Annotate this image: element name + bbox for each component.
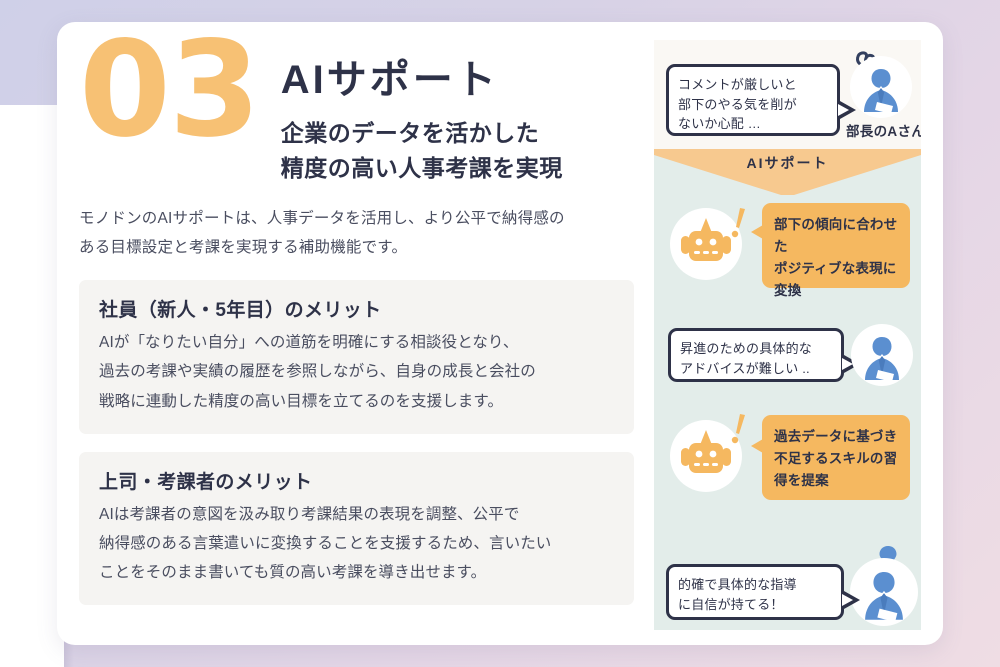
subtitle-line-1: 企業のデータを活かした [280,120,540,146]
ai-output-line-2: ポジティブな表現に [774,260,897,276]
benefit-title: 社員（新人・5年目）のメリット [99,300,382,322]
ai-support-flow-panel: コメントが厳しいと 部下のやる気を削が ないか心配 … 部 [654,40,921,630]
benefit-body: AIは考課者の意図を汲み取り考課結果の表現を調整、公平で 納得感のある言葉遣いに… [99,500,614,587]
speech-bubble-confident: 的確で具体的な指導 に自信が持てる！ [666,564,860,622]
benefit-line-2: 納得感のある言葉遣いに変換することを支援するため、言いたい [99,534,552,552]
avatar-manager-a [850,56,912,118]
robot-avatar-1 [670,208,742,280]
benefit-card-employee: 社員（新人・5年目）のメリット AIが「なりたい自分」への道筋を明確にする相談役… [79,280,634,434]
bubble-line-1: 的確で具体的な指導 [678,577,797,592]
subtitle-line-2: 精度の高い人事考課を実現 [280,154,563,181]
robot-icon [681,218,731,261]
avatar-manager-b [851,324,913,386]
benefit-line-2: 過去の考課や実績の履歴を参照しながら、自身の成長と会社の [99,363,536,381]
ai-output-text: 部下の傾向に合わせた ポジティブな表現に 変換 [762,203,910,312]
speech-bubble-manager-advice: 昇進のための具体的な アドバイスが難しい .. [668,328,860,382]
ai-support-banner-label: AIサポート [746,155,829,171]
bubble-text: 的確で具体的な指導 に自信が持てる！ [669,567,841,622]
ai-output-card-1: 部下の傾向に合わせた ポジティブな表現に 変換 [751,203,910,298]
bubble-tail [842,591,860,609]
ai-output-line-1: 部下の傾向に合わせた [774,217,898,254]
bubble-text: 昇進のための具体的な アドバイスが難しい .. [671,331,841,386]
ai-output-line-2: 不足するスキルの習 [774,450,898,466]
ai-output-line-3: 得を提案 [774,472,829,488]
businessman-avatar-icon [855,328,909,382]
lead-line-2: ある目標設定と考課を実現する補助機能です。 [79,238,408,256]
ai-support-banner [654,149,921,195]
lead-line-1: モノドンのAIサポートは、人事データを活用し、より公平で納得感の [79,210,565,227]
benefit-line-1: AIが「なりたい自分」への道筋を明確にする相談役となり、 [99,334,519,352]
benefit-card-manager: 上司・考課者のメリット AIは考課者の意図を汲み取り考課結果の表現を調整、公平で… [79,451,634,606]
left-content-column: 03 AIサポート 企業のデータを活かした 精度の高い人事考課を実現 モノドンの… [79,24,634,630]
exclamation-mark-icon [730,206,748,245]
businessman-avatar-icon [854,562,914,622]
bubble-tail [838,101,856,119]
speech-bubble-manager-worry: コメントが厳しいと 部下のやる気を削が ないか心配 … [666,64,856,136]
benefit-title: 上司・考課者のメリット [99,471,313,493]
robot-avatar-2 [670,420,742,492]
bubble-line-3: ないか心配 … [678,116,762,131]
benefit-line-3: ことをそのまま書いても質の高い考課を導き出せます。 [99,563,487,581]
page-edge-strip [0,105,64,667]
page-title: AIサポート [280,58,499,102]
slide-number: 03 [79,22,261,167]
page-subtitle: 企業のデータを活かした 精度の高い人事考課を実現 [281,116,563,185]
bubble-line-1: コメントが厳しいと [678,77,797,92]
ai-output-card-2: 過去データに基づき 不足するスキルの習 得を提案 [751,415,910,503]
benefit-line-3: 戦略に連動した精度の高い目標を立てるのを支援します。 [99,392,504,410]
benefit-line-1: AIは考課者の意図を汲み取り考課結果の表現を調整、公平で [99,505,520,523]
exclamation-mark-icon [730,412,748,451]
benefit-body: AIが「なりたい自分」への道筋を明確にする相談役となり、 過去の考課や実績の履歴… [99,328,614,415]
avatar-caption: 部長のAさん [846,124,921,139]
ai-output-line-1: 過去データに基づき [774,429,898,444]
bubble-text: コメントが厳しいと 部下のやる気を削が ないか心配 … [669,67,837,142]
slide-header: 03 AIサポート 企業のデータを活かした 精度の高い人事考課を実現 [79,24,634,185]
bubble-line-2: アドバイスが難しい .. [680,360,810,376]
bubble-line-2: に自信が持てる！ [678,596,784,612]
robot-icon [681,430,731,473]
card-nub [751,225,763,239]
card-nub [751,439,763,453]
header-text-block: AIサポート 企業のデータを活かした 精度の高い人事考課を実現 [281,40,563,185]
ai-output-line-3: 変換 [774,282,802,298]
avatar-manager-confident [850,558,918,626]
lead-paragraph: モノドンのAIサポートは、人事データを活用し、より公平で納得感の ある目標設定と… [79,205,634,262]
slide-card: 03 AIサポート 企業のデータを活かした 精度の高い人事考課を実現 モノドンの… [57,22,943,645]
businessman-avatar-icon [854,60,908,114]
ai-output-text: 過去データに基づき 不足するスキルの習 得を提案 [762,415,910,503]
bubble-line-1: 昇進のための具体的な [680,341,813,356]
bubble-line-2: 部下のやる気を削が [678,96,797,112]
